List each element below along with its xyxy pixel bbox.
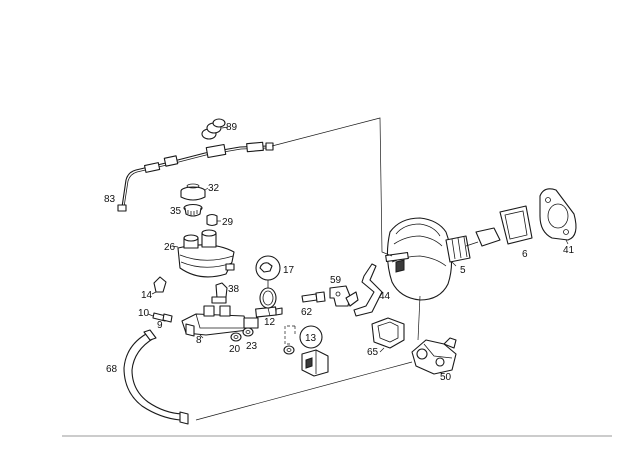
label-83: 83 [104, 194, 116, 205]
detail-callout-17 [255, 255, 281, 288]
strainer [183, 203, 203, 217]
detail-callout-13 [284, 325, 323, 349]
bolt-62 [301, 291, 326, 303]
washer-small [283, 345, 295, 355]
label-20: 20 [229, 344, 241, 355]
label-35: 35 [170, 206, 182, 217]
label-50: 50 [440, 372, 452, 383]
label-32: 32 [208, 183, 220, 194]
label-62: 62 [301, 307, 313, 318]
gasket [499, 205, 533, 245]
vacuum-hose [123, 329, 189, 425]
label-6: 6 [522, 249, 528, 260]
brake-booster [385, 217, 501, 301]
washer-23 [242, 327, 254, 337]
label-12: 12 [264, 317, 276, 328]
clamp-65 [371, 317, 405, 353]
bracket-59 [329, 285, 359, 307]
leader-line-booster [417, 295, 421, 341]
label-41: 41 [563, 245, 575, 256]
label-29: 29 [222, 217, 234, 228]
label-10: 10 [138, 308, 150, 319]
bleed-screw [147, 312, 173, 323]
label-38: 38 [228, 284, 240, 295]
vacuum-valve-50 [411, 337, 457, 375]
plug-38 [211, 282, 228, 304]
label-65: 65 [367, 347, 379, 358]
label-23: 23 [246, 341, 258, 352]
grommet-set [201, 118, 229, 140]
vacuum-valve-small [301, 349, 329, 377]
label-17: 17 [283, 265, 295, 276]
label-8: 8 [196, 335, 202, 346]
leader-line-brake-pipe [271, 117, 393, 257]
pushrod-piston [255, 306, 283, 318]
label-59: 59 [330, 275, 342, 286]
o-ring-seal [259, 287, 277, 317]
label-68: 68 [106, 364, 118, 375]
label-14: 14 [141, 290, 153, 301]
mounting-flange [539, 188, 577, 245]
label-89: 89 [226, 122, 238, 133]
leader-line-hose [195, 361, 413, 421]
seal-ring [206, 213, 221, 227]
master-cylinder [181, 305, 259, 339]
label-26: 26 [164, 242, 176, 253]
label-9: 9 [157, 320, 163, 331]
brake-line-assembly [117, 141, 274, 212]
reservoir-cap [180, 183, 209, 201]
plug-14 [151, 276, 167, 295]
label-44: 44 [379, 291, 391, 302]
washer-20 [230, 332, 242, 342]
label-13: 13 [305, 333, 317, 344]
brake-fluid-reservoir [171, 229, 235, 278]
bracket-44 [353, 263, 383, 317]
label-5: 5 [460, 265, 466, 276]
